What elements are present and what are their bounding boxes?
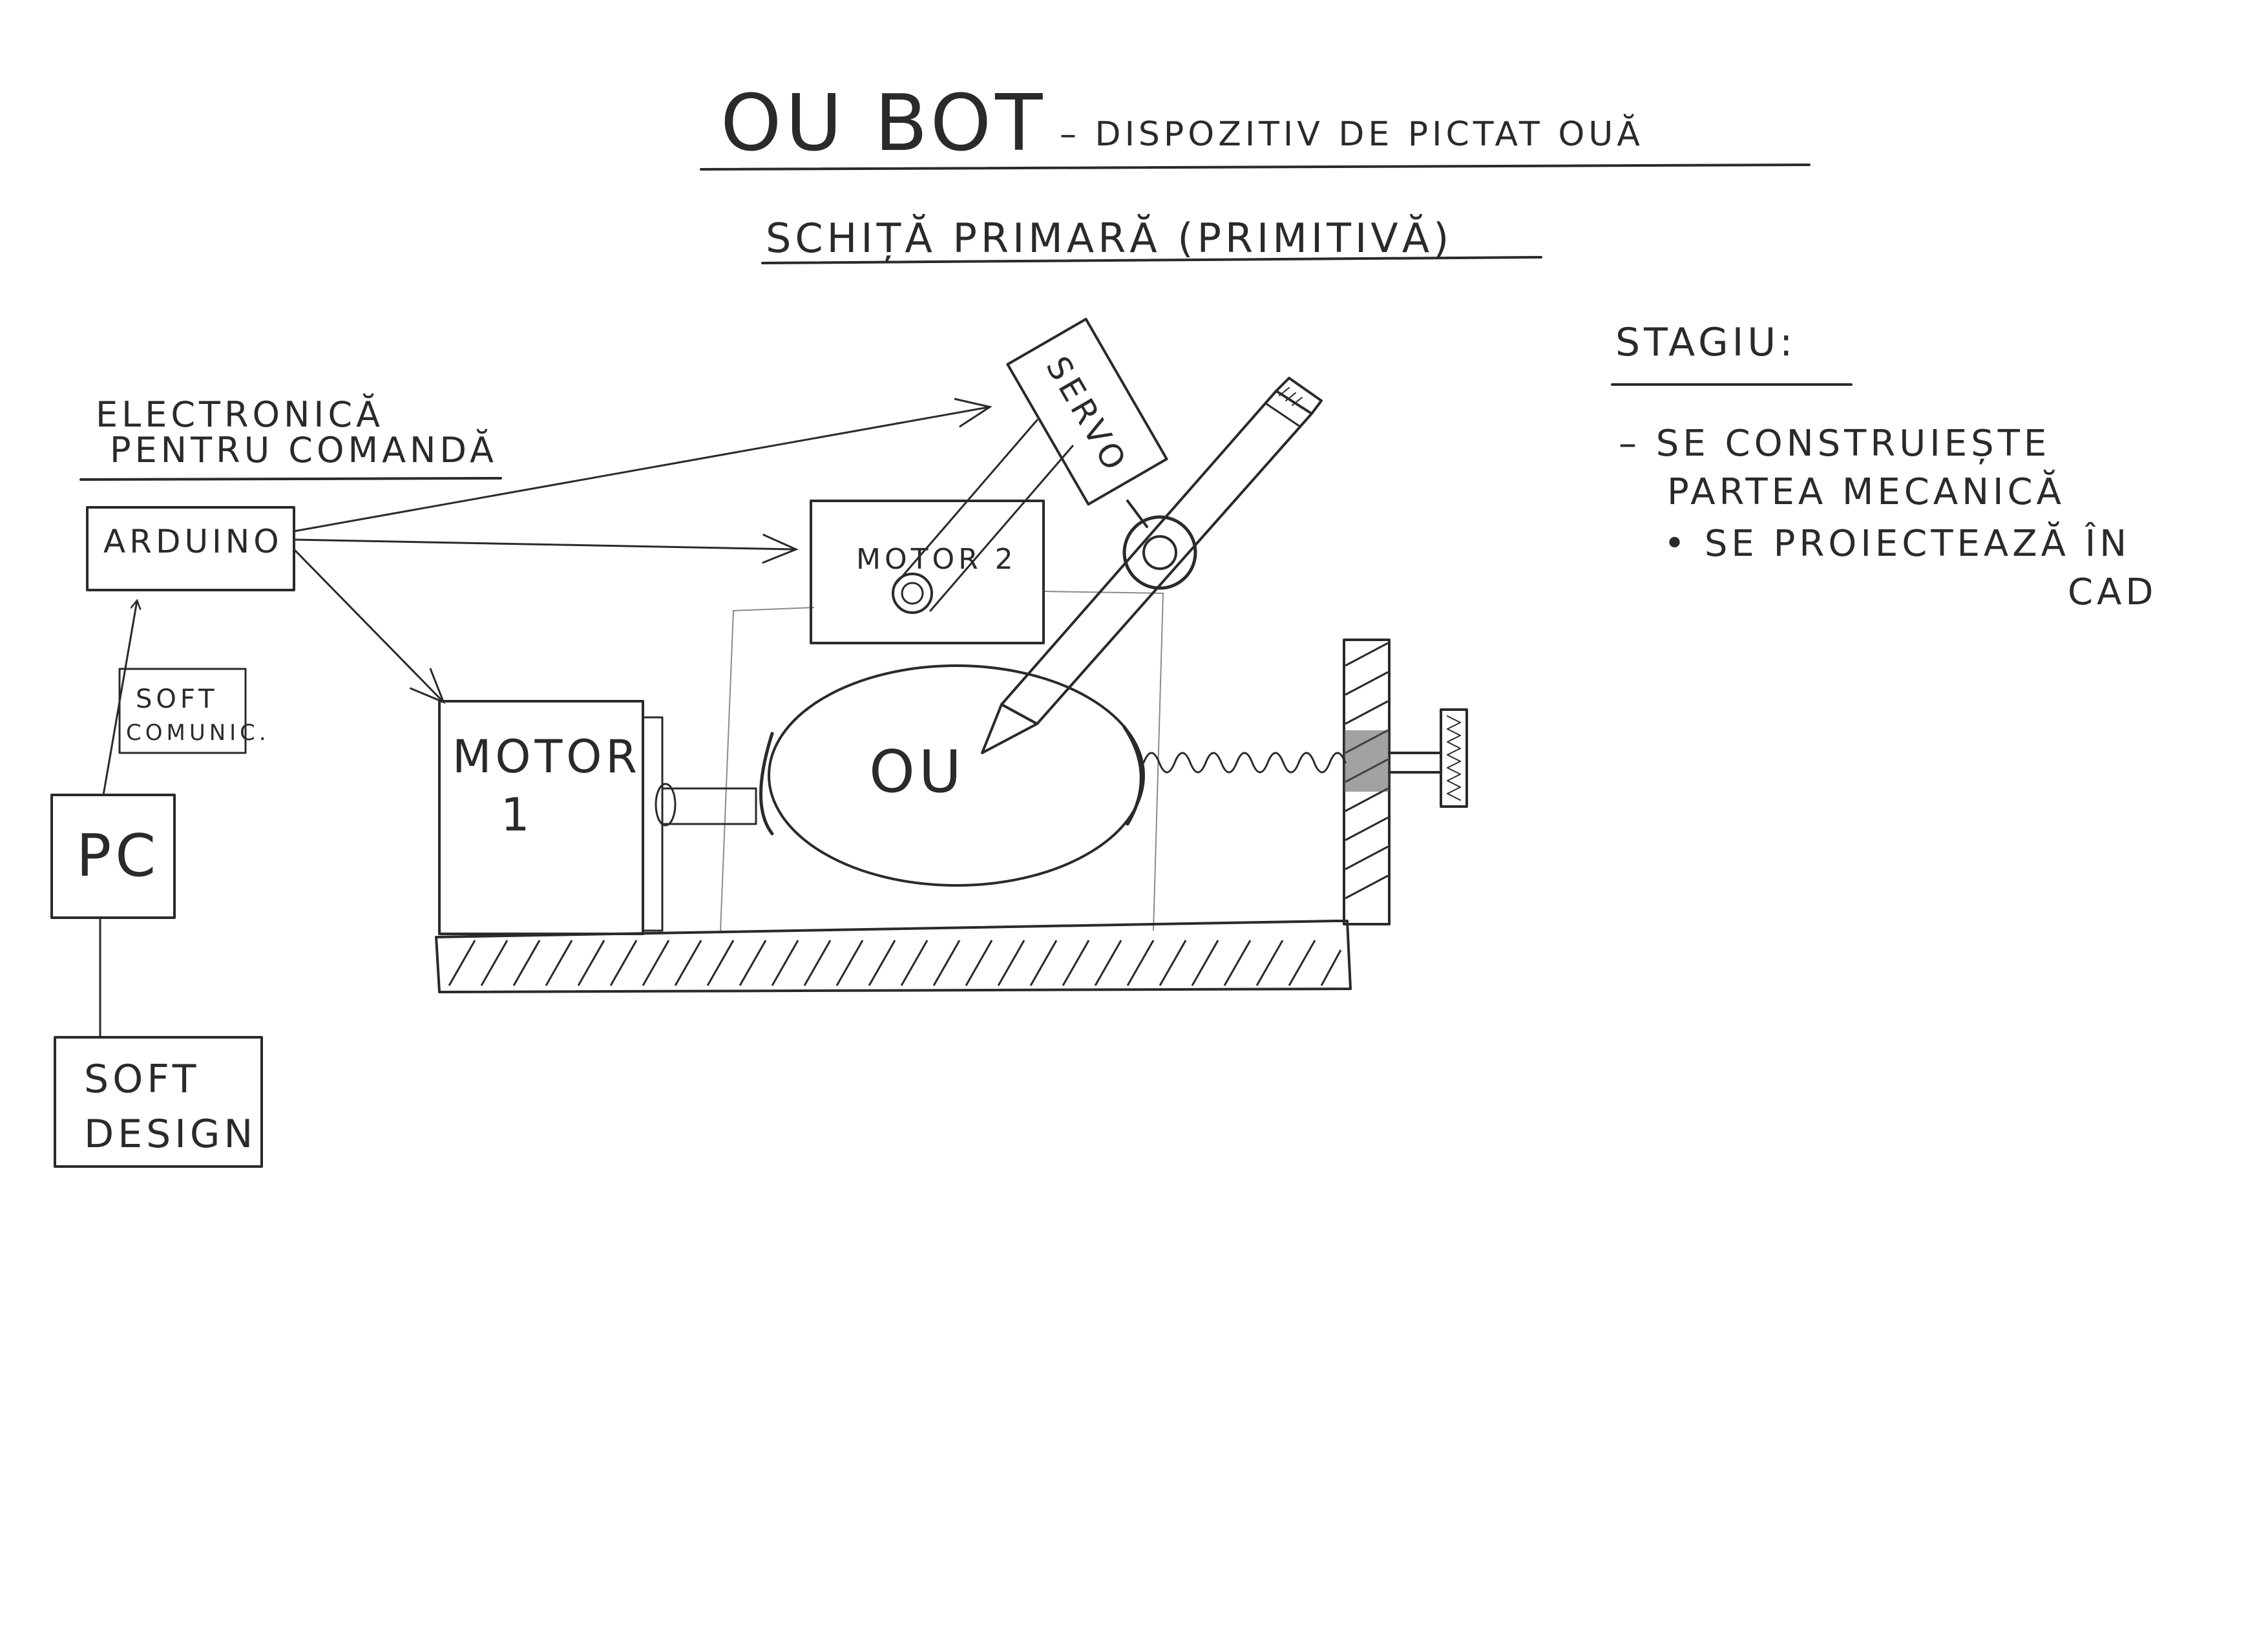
motor1-label-line1: MOTOR [452,730,641,783]
sketch-note: SCHIȚĂ PRIMARĂ (PRIMITIVĂ) [766,213,1453,262]
stage-group: STAGIU: – SE CONSTRUIEȘTE PARTEA MECANIC… [1612,320,2158,613]
arduino-to-motor2-arrow [294,540,795,549]
electronics-heading-underline [81,478,501,480]
soft-design-line2: DESIGN [84,1112,257,1157]
title-subtitle: – DISPOZITIV DE PICTAT OUĂ [1060,114,1644,154]
adjust-screw-knurl [1447,716,1460,800]
title-block: OU BOT – DISPOZITIV DE PICTAT OUĂ SCHIȚĂ… [701,79,1809,263]
soft-comm-line1: SOFT [136,684,218,714]
soft-comm-line2: COMUNIC. [126,720,270,746]
arduino-label: ARDUINO [103,523,283,560]
stage-heading: STAGIU: [1615,320,1796,365]
stage-item1-line2: PARTEA MECANICĂ [1667,470,2065,513]
pc-label: PC [76,822,160,890]
servo-label: SERVO [1038,350,1135,480]
motor1-shaft [662,788,756,824]
egg-label: OU [869,738,965,806]
electronics-heading-line1: ELECTRONICĂ [96,394,384,435]
pen-cap-line [1266,404,1300,427]
base-hatching [449,940,1341,986]
motor2-shaft-inner [902,583,923,604]
motor2-label: MOTOR 2 [856,543,1017,576]
base-plate [436,921,1350,992]
pen-holder-hole [1144,536,1176,569]
servo-group: SERVO [1007,319,1166,505]
pc-to-arduino-arrow [103,601,137,795]
electronics-heading-line2: PENTRU COMANDĂ [110,429,498,470]
motor2-arm-b [930,446,1073,611]
mechanism-group: MOTOR 1 OU MOTOR 2 SERVO [436,319,1467,992]
motor1-coupling [656,784,675,825]
stage-item2-line1: • SE PROIECTEAZĂ ÎN [1664,522,2130,565]
pen-tip [982,704,1037,753]
arduino-to-motor1-arrow [294,549,443,701]
post-thread-block [1344,730,1389,792]
motor1-flange [643,717,662,931]
tailstock-spring [1144,753,1345,772]
stage-item2-line2: CAD [2068,571,2158,613]
stage-item1-line1: – SE CONSTRUIEȘTE [1619,423,2050,465]
soft-design-line1: SOFT [84,1057,200,1102]
motor1-label-line2: 1 [501,788,534,841]
servo-link [1128,501,1147,527]
right-egg-cup [1124,727,1141,824]
title-main: OU BOT [720,79,1046,169]
